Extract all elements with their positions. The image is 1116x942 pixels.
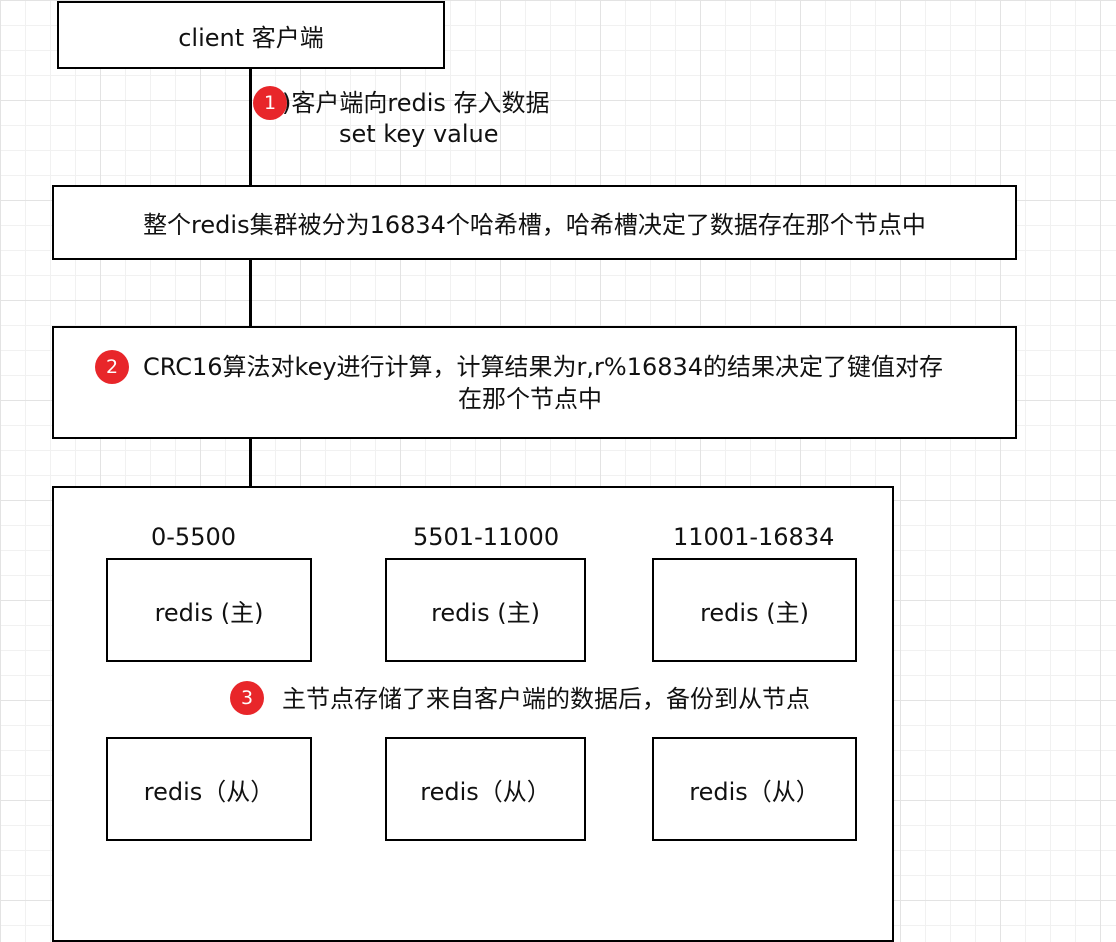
redis-master-node[interactable]: redis (主) xyxy=(385,558,586,662)
step3-text: 主节点存储了来自客户端的数据后，备份到从节点 xyxy=(282,685,810,713)
redis-master-node[interactable]: redis (主) xyxy=(106,558,312,662)
redis-master-label: redis (主) xyxy=(700,598,809,627)
redis-cluster-container xyxy=(52,486,894,942)
step1-badge-number: 1 xyxy=(263,92,277,114)
step2-text-line1: CRC16算法对key进行计算，计算结果为r,r%16834的结果决定了键值对存 xyxy=(143,353,944,381)
redis-slave-label: redis（从） xyxy=(689,777,820,806)
redis-slave-label: redis（从） xyxy=(420,777,551,806)
connector-client-cluster xyxy=(249,68,252,186)
step2-badge: 2 xyxy=(95,350,129,384)
connector-crc-master xyxy=(249,439,252,531)
step1-text-line1: )客户端向redis 存入数据 xyxy=(282,89,550,117)
redis-slave-node[interactable]: redis（从） xyxy=(106,737,312,841)
redis-master-label: redis (主) xyxy=(431,598,540,627)
cluster-box-label: 整个redis集群被分为16834个哈希槽，哈希槽决定了数据存在那个节点中 xyxy=(143,211,926,239)
step1-badge: 1 xyxy=(253,86,287,120)
redis-master-node[interactable]: redis (主) xyxy=(652,558,857,662)
cluster-box[interactable]: 整个redis集群被分为16834个哈希槽，哈希槽决定了数据存在那个节点中 xyxy=(52,185,1017,260)
crc-box[interactable] xyxy=(52,326,1017,439)
client-box[interactable]: client 客户端 xyxy=(57,1,445,69)
step3-badge-number: 3 xyxy=(240,687,254,709)
slot-range-label: 5501-11000 xyxy=(413,523,560,551)
step2-badge-number: 2 xyxy=(105,356,119,378)
step2-text-line2: 在那个节点中 xyxy=(458,385,602,413)
redis-slave-label: redis（从） xyxy=(143,777,275,806)
redis-slave-node[interactable]: redis（从） xyxy=(652,737,857,841)
redis-slave-node[interactable]: redis（从） xyxy=(385,737,586,841)
redis-master-label: redis (主) xyxy=(154,598,264,627)
client-box-label: client 客户端 xyxy=(178,23,324,52)
slot-range-label: 0-5500 xyxy=(151,523,237,551)
step1-text-line2: set key value xyxy=(339,120,499,148)
slot-range-label: 11001-16834 xyxy=(673,523,835,551)
step3-badge: 3 xyxy=(230,681,264,715)
connector-cluster-crc xyxy=(249,259,252,327)
